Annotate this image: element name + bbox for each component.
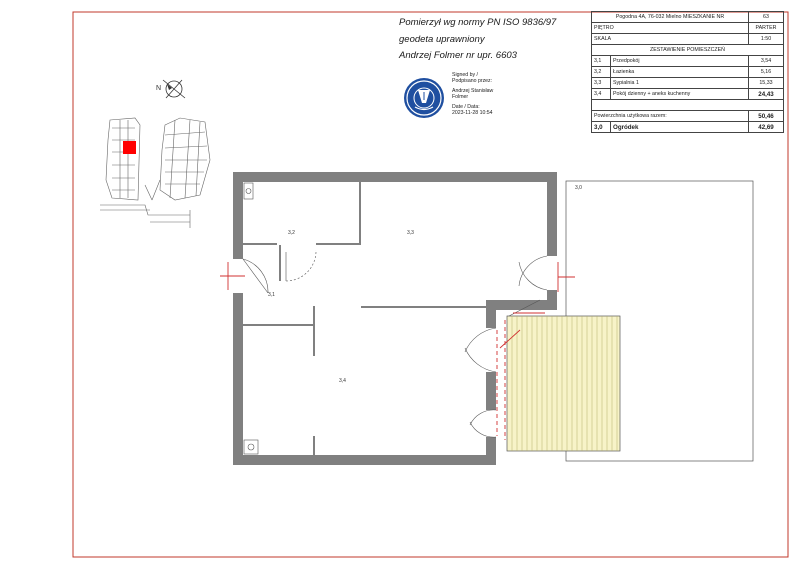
room-summary-table: Pogodna 4A, 76-032 Mielno MIESZKANIE NR … bbox=[591, 11, 784, 133]
electronic-signature-seal-icon bbox=[404, 78, 444, 118]
rooms-header: ZESTAWIENIE POMIESZCZEŃ bbox=[591, 44, 784, 56]
table-row: 3,1 Przedpokój 3,54 bbox=[591, 55, 784, 67]
total-label: Powierzchnia użytkowa razem: bbox=[591, 110, 749, 122]
room-name: Sypialnia 1 bbox=[610, 77, 749, 89]
total-value: 50,46 bbox=[748, 110, 784, 122]
room-area: 3,54 bbox=[748, 55, 784, 67]
room-label-3-4: 3,4 bbox=[339, 378, 346, 384]
table-row: 3,3 Sypialnia 1 15,33 bbox=[591, 77, 784, 89]
apartment-number: 63 bbox=[748, 11, 784, 23]
fixtures bbox=[243, 182, 259, 455]
total-row: Powierzchnia użytkowa razem: 50,46 bbox=[591, 110, 784, 122]
signature-signed-by-pl: Podpisano przez: bbox=[452, 78, 493, 84]
north-label: N bbox=[156, 85, 161, 92]
signature-date-value: 2023-11-28 10:54 bbox=[452, 110, 493, 116]
room-name: Łazienka bbox=[610, 66, 749, 78]
terrace bbox=[506, 315, 621, 452]
room-name: Przedpokój bbox=[610, 55, 749, 67]
surveyor-note-line-3: Andrzej Folmer nr upr. 6603 bbox=[399, 50, 517, 61]
scale-value: 1:50 bbox=[748, 33, 784, 45]
room-number: 3,1 bbox=[591, 55, 611, 67]
table-row: 3,4 Pokój dzienny + aneks kuchenny 24,43 bbox=[591, 88, 784, 100]
garden-row: 3,0 Ogródek 42,69 bbox=[591, 121, 784, 133]
floor-label: PIĘTRO bbox=[591, 22, 749, 34]
room-label-3-1: 3,1 bbox=[268, 292, 275, 298]
surveyor-note-line-1: Pomierzył wg normy PN ISO 9836/97 bbox=[399, 17, 557, 28]
room-label-3-0: 3,0 bbox=[575, 185, 582, 191]
signature-signed-by: Signed by / bbox=[452, 72, 478, 78]
floor-value: PARTER bbox=[748, 22, 784, 34]
rooms-header-row: ZESTAWIENIE POMIESZCZEŃ bbox=[591, 44, 784, 56]
room-label-3-3: 3,3 bbox=[407, 230, 414, 236]
room-number: 3,3 bbox=[591, 77, 611, 89]
spacer bbox=[591, 99, 784, 111]
scale-row: SKALA 1:50 bbox=[591, 33, 784, 45]
exterior-walls bbox=[233, 172, 557, 465]
address-row: Pogodna 4A, 76-032 Mielno MIESZKANIE NR … bbox=[591, 11, 784, 23]
room-area: 24,43 bbox=[748, 88, 784, 100]
signature-date-label: Date / Data: bbox=[452, 104, 480, 110]
spacer-row bbox=[591, 99, 784, 111]
room-label-3-2: 3,2 bbox=[288, 230, 295, 236]
garden-label: Ogródek bbox=[610, 121, 749, 133]
sheet-frame bbox=[72, 11, 789, 558]
room-name: Pokój dzienny + aneks kuchenny bbox=[610, 88, 749, 100]
scale-label: SKALA bbox=[591, 33, 749, 45]
address-cell: Pogodna 4A, 76-032 Mielno MIESZKANIE NR bbox=[591, 11, 749, 23]
north-arrow-icon bbox=[162, 79, 186, 99]
apartment-location-marker bbox=[123, 141, 136, 154]
building-locator-map bbox=[100, 117, 211, 228]
room-area: 5,16 bbox=[748, 66, 784, 78]
garden-number: 3,0 bbox=[591, 121, 611, 133]
room-number: 3,4 bbox=[591, 88, 611, 100]
floor-row: PIĘTRO PARTER bbox=[591, 22, 784, 34]
room-area: 15,33 bbox=[748, 77, 784, 89]
signature-name-2: Folmer bbox=[452, 94, 469, 100]
surveyor-note-line-2: geodeta uprawniony bbox=[399, 34, 485, 45]
red-measurement-marks bbox=[220, 262, 575, 440]
garden-value: 42,69 bbox=[748, 121, 784, 133]
signature-name-1: Andrzej Stanisław bbox=[452, 88, 494, 94]
doors bbox=[242, 249, 548, 438]
table-row: 3,2 Łazienka 5,16 bbox=[591, 66, 784, 78]
room-number: 3,2 bbox=[591, 66, 611, 78]
interior-walls bbox=[243, 182, 486, 455]
